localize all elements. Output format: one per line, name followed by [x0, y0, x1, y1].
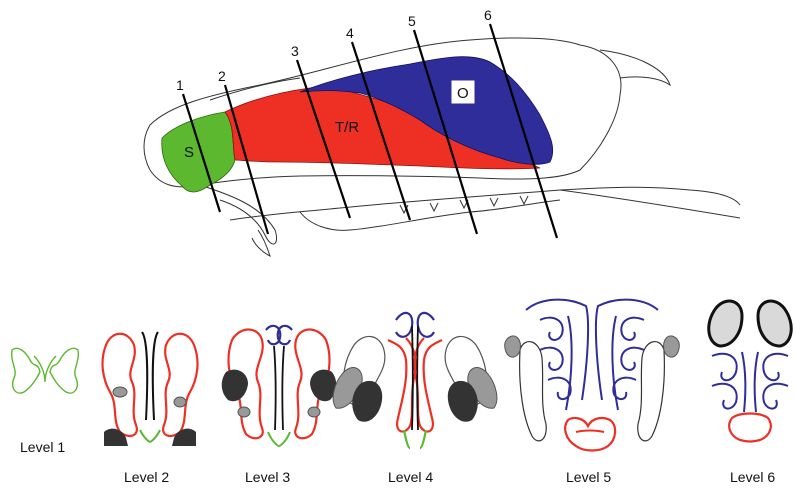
level-label-6: Level 6	[730, 469, 775, 485]
level-label-3: Level 3	[245, 469, 290, 485]
section-number-5: 5	[408, 13, 416, 29]
section-number-2: 2	[218, 68, 226, 84]
section-number-1: 1	[176, 77, 184, 93]
section-number-4: 4	[346, 25, 354, 41]
septal-region	[162, 112, 235, 192]
cross-section-level-3	[222, 326, 337, 446]
section-number-3: 3	[291, 43, 299, 59]
cross-section-level-1	[12, 348, 79, 393]
cross-section-level-2	[103, 332, 198, 446]
section-number-6: 6	[484, 7, 492, 23]
level-label-2: Level 2	[124, 469, 169, 485]
region-label-s: S	[184, 144, 194, 161]
cross-section-level-4	[333, 313, 497, 448]
level-label-1: Level 1	[20, 439, 65, 455]
level-label-4: Level 4	[388, 469, 433, 485]
cross-section-level-6	[709, 301, 791, 441]
region-label-tr: T/R	[335, 119, 359, 136]
cross-section-level-5	[505, 300, 680, 451]
level-label-5: Level 5	[566, 469, 611, 485]
region-label-o: O	[457, 85, 469, 102]
